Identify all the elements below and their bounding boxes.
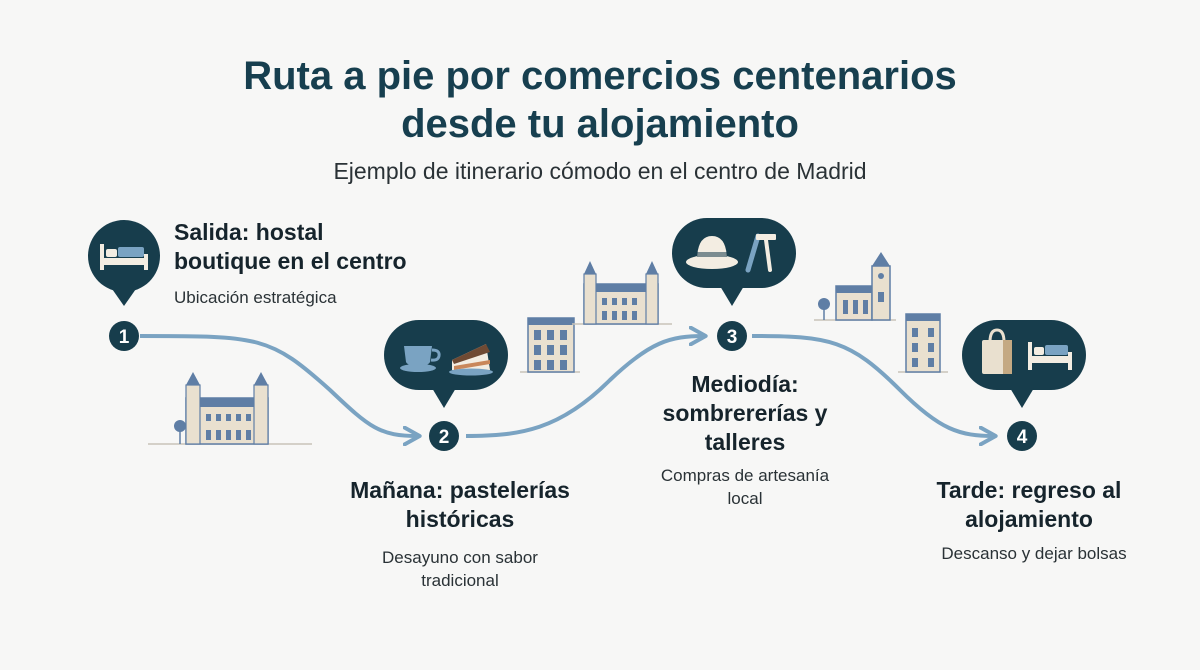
step-4-description: Descanso y dejar bolsas — [916, 542, 1152, 565]
route-path — [139, 334, 994, 438]
tower-building-right — [898, 313, 948, 373]
path-segment-3-4 — [751, 334, 994, 436]
shopping-bag-icon — [982, 328, 1012, 374]
step-4-bubble — [962, 320, 1086, 408]
step-4-title: Tarde: regreso al alojamiento — [916, 476, 1142, 534]
step-4-desc-line-1: Descanso y dejar bolsas — [941, 544, 1127, 563]
title-line-1: Ruta a pie por comercios centenarios — [243, 54, 957, 98]
bed-icon — [1028, 342, 1072, 370]
step-1-bubble — [88, 220, 160, 306]
step-2-title-line-2: históricas — [405, 506, 515, 532]
palace-building-left — [148, 372, 312, 445]
path-segment-1-2 — [139, 334, 418, 436]
church-building-right — [814, 252, 896, 321]
step-1-description: Ubicación estratégica — [174, 286, 414, 309]
step-3-marker: 3 — [717, 321, 747, 351]
step-2-number: 2 — [439, 427, 450, 448]
page-subtitle: Ejemplo de itinerario cómodo en el centr… — [333, 158, 867, 184]
step-3-title-line-1: Mediodía: — [691, 371, 799, 397]
step-3-title-line-3: talleres — [704, 429, 786, 455]
tools-icon — [745, 233, 776, 273]
coffee-cup-icon — [400, 346, 441, 372]
step-2-title-line-1: Mañana: pastelerías — [350, 477, 570, 503]
step-1-title-line-1: Salida: hostal — [174, 219, 324, 245]
step-1-number: 1 — [119, 327, 130, 348]
path-segment-2-3 — [465, 336, 704, 438]
title-line-2: desde tu alojamiento — [401, 102, 799, 146]
apartment-building-middle — [520, 317, 580, 373]
palace-building-center — [572, 261, 672, 325]
step-2-desc-line-2: tradicional — [421, 571, 499, 590]
bed-icon — [100, 244, 148, 270]
step-1-title-line-2: boutique en el centro — [174, 248, 407, 274]
step-3-description: Compras de artesanía local — [630, 464, 860, 510]
step-1-title: Salida: hostal boutique en el centro — [174, 218, 434, 276]
step-3-desc-line-2: local — [727, 489, 763, 508]
step-1-marker: 1 — [109, 321, 139, 351]
step-2-title: Mañana: pastelerías históricas — [320, 476, 600, 534]
step-3-title-line-2: sombrererías y — [662, 400, 828, 426]
page-title: Ruta a pie por comercios centenarios des… — [0, 52, 1200, 148]
step-1-desc-line-1: Ubicación estratégica — [174, 288, 337, 307]
step-2-desc-line-1: Desayuno con sabor — [382, 548, 538, 567]
step-4-number: 4 — [1017, 427, 1028, 448]
step-4-marker: 4 — [1007, 421, 1037, 451]
hat-icon — [686, 236, 738, 269]
step-2-marker: 2 — [429, 421, 459, 451]
step-4-title-line-2: alojamiento — [965, 506, 1093, 532]
step-4-title-line-1: Tarde: regreso al — [936, 477, 1122, 503]
step-3-title: Mediodía: sombrererías y talleres — [640, 370, 850, 457]
step-3-number: 3 — [727, 327, 738, 348]
step-2-bubble — [384, 320, 508, 408]
step-3-bubble — [672, 218, 796, 306]
cake-slice-icon — [449, 344, 493, 376]
step-3-desc-line-1: Compras de artesanía — [660, 466, 830, 485]
step-2-description: Desayuno con sabor tradicional — [340, 546, 580, 592]
